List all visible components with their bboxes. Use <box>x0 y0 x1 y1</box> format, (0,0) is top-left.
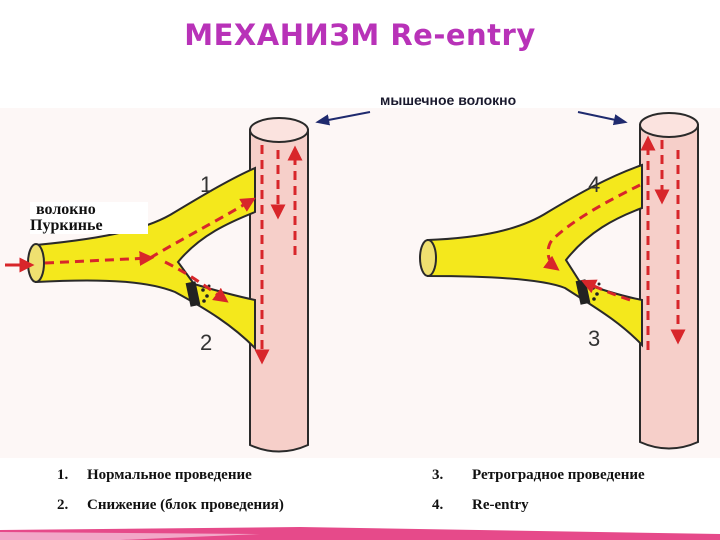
left-muscle-fiber <box>249 117 309 453</box>
legend-number: 1. <box>57 467 69 483</box>
right-conduction-arrows <box>543 135 686 350</box>
right-muscle-fiber <box>639 112 699 450</box>
left-conduction-arrows <box>5 145 303 365</box>
muscle-fiber-label: мышечное волокно <box>380 92 517 108</box>
legend-number: 2. <box>57 497 69 513</box>
legend-left: 1. Нормальное проведение 2. Снижение (блок… <box>57 460 284 520</box>
legend-right: 3. Ретроградное проведение 4. Re-entry <box>432 460 645 520</box>
legend-text: Re-entry <box>472 497 529 513</box>
legend-item: 1. Нормальное проведение <box>57 460 284 490</box>
legend-item: 4. Re-entry <box>432 490 645 520</box>
marker-number-4: 4 <box>588 172 601 197</box>
legend-text: Нормальное проведение <box>87 467 252 483</box>
purkinje-label-line2: Пуркинье <box>30 217 103 234</box>
legend-text: Ретроградное проведение <box>472 467 645 483</box>
legend-item: 2. Снижение (блок проведения) <box>57 490 284 520</box>
muscle-label-arrows <box>315 111 628 126</box>
marker-number-2: 2 <box>200 330 213 355</box>
right-purkinje-fiber <box>419 163 643 348</box>
marker-number-1: 1 <box>200 172 213 197</box>
page-title: МЕХАНИЗМ Re-entry <box>184 18 536 52</box>
legend-item: 3. Ретроградное проведение <box>432 460 645 490</box>
purkinje-label-line1: волокно <box>36 201 96 218</box>
legend-text: Снижение (блок проведения) <box>87 497 284 513</box>
marker-number-3: 3 <box>588 326 601 351</box>
purkinje-fiber-label: волокно Пуркинье <box>30 202 148 234</box>
legend-number: 3. <box>432 467 444 483</box>
legend-number: 4. <box>432 497 444 513</box>
footer-decoration <box>0 527 720 540</box>
